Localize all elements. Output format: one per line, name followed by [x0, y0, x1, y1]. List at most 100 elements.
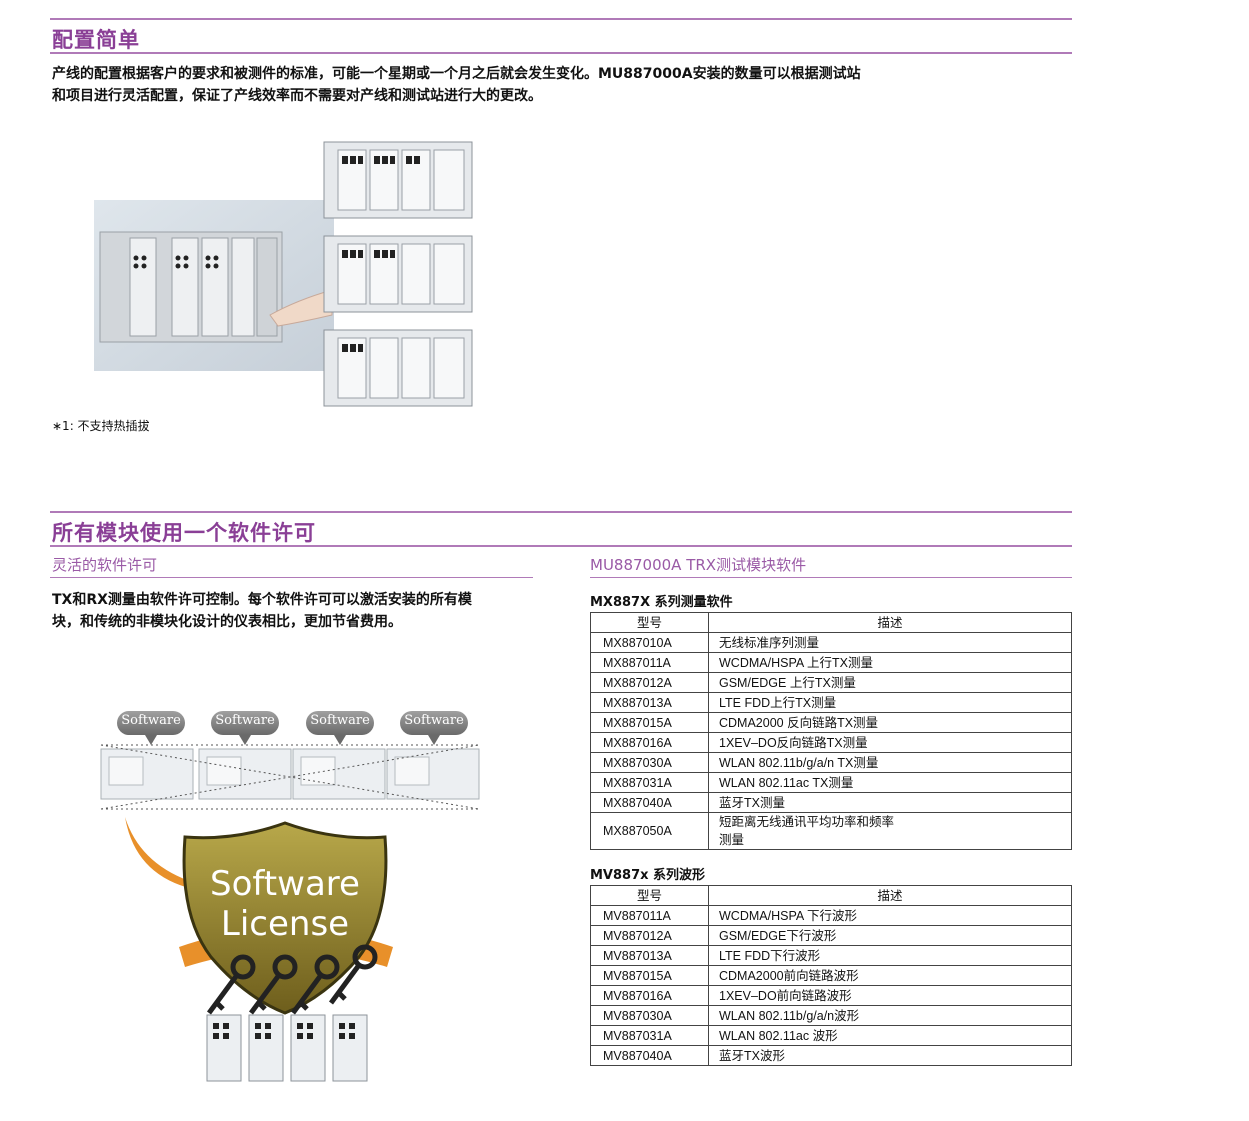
table-header-description: 描述 [708, 612, 1072, 633]
table-cell-model: MX887031A [590, 772, 709, 793]
table-cell-description: CDMA2000前向链路波形 [708, 965, 1072, 986]
left-paragraph-line1: TX和RX测量由软件许可控制。每个软件许可可以激活安装的所有模 [52, 592, 472, 608]
table-cell-model: MX887016A [590, 732, 709, 753]
software-bubble-2-label: Software [215, 713, 275, 728]
software-bubbles [117, 711, 468, 745]
module-configuration-photo [94, 141, 473, 407]
right-subtitle: MU887000A TRX测试模块软件 [590, 556, 807, 574]
table-cell-description: WCDMA/HSPA 下行波形 [708, 905, 1072, 926]
section1-paragraph-line1: 产线的配置根据客户的要求和被测件的标准，可能一个星期或一个月之后就会发生变化。M… [52, 66, 861, 82]
table-header-model: 型号 [590, 885, 709, 906]
table-cell-description: WLAN 802.11ac 波形 [708, 1025, 1072, 1046]
section2-title: 所有模块使用一个软件许可 [52, 521, 316, 545]
left-paragraph-line2: 块，和传统的非模块化设计的仪表相比，更加节省费用。 [52, 614, 402, 630]
right-subtitle-rule [590, 577, 1072, 578]
table-cell-model: MV887011A [590, 905, 709, 926]
software-bubble-4 [400, 711, 468, 745]
table-cell-model: MX887011A [590, 652, 709, 673]
table-cell-model: MX887030A [590, 752, 709, 773]
shield-text-line1: Software [210, 864, 360, 904]
table-cell-description: WLAN 802.11b/g/a/n TX测量 [708, 752, 1072, 773]
table-cell-description: CDMA2000 反向链路TX测量 [708, 712, 1072, 733]
table-header-row: 型号 描述 [590, 612, 1072, 633]
section1-paragraph: 产线的配置根据客户的要求和被测件的标准，可能一个星期或一个月之后就会发生变化。M… [52, 63, 1082, 107]
table-cell-model: MV887016A [590, 985, 709, 1006]
instrument-config-1-module [323, 329, 473, 407]
table-cell-description: WLAN 802.11ac TX测量 [708, 772, 1072, 793]
modules-row [206, 1014, 368, 1082]
section1-bottom-rule [50, 52, 1072, 54]
table-cell-model: MX887015A [590, 712, 709, 733]
left-subtitle: 灵活的软件许可 [52, 556, 158, 574]
table-header-model: 型号 [590, 612, 709, 633]
left-subtitle-rule [50, 577, 533, 578]
table-cell-description: GSM/EDGE 上行TX测量 [708, 672, 1072, 693]
table-cell-model: MV887031A [590, 1025, 709, 1046]
table-cell-description: 短距离无线通讯平均功率和频率 测量 [708, 812, 1072, 850]
table-cell-model: MV887015A [590, 965, 709, 986]
table-cell-model: MV887040A [590, 1045, 709, 1066]
keys-icon [206, 944, 378, 1015]
table-header-row: 型号 描述 [590, 885, 1072, 906]
table-cell-description: 蓝牙TX波形 [708, 1045, 1072, 1066]
software-bubble-4-label: Software [404, 713, 464, 728]
section1-top-rule [50, 18, 1072, 20]
table2-title: MV887x 系列波形 [590, 868, 706, 883]
table-cell-description: 1XEV–DO反向链路TX测量 [708, 732, 1072, 753]
table-cell-model: MX887012A [590, 672, 709, 693]
table-cell-model: MX887040A [590, 792, 709, 813]
table1-title: MX887X 系列测量软件 [590, 595, 733, 610]
section1-title: 配置简单 [52, 28, 140, 52]
instrument-config-3-modules [323, 141, 473, 219]
shield-text-line2: License [221, 904, 349, 944]
table-cell-model: MV887030A [590, 1005, 709, 1026]
left-paragraph: TX和RX测量由软件许可控制。每个软件许可可以激活安装的所有模 块，和传统的非模… [52, 589, 542, 633]
instrument-photo-large [94, 200, 334, 371]
software-license-illustration: Software License [100, 711, 480, 1082]
software-bubble-2 [211, 711, 279, 745]
table-cell-model: MV887012A [590, 925, 709, 946]
table-header-description: 描述 [708, 885, 1072, 906]
table-cell-description: LTE FDD下行波形 [708, 945, 1072, 966]
table-cell-description: 蓝牙TX测量 [708, 792, 1072, 813]
section1-footnote: ∗1: 不支持热插拔 [52, 419, 150, 433]
table-cell-description: LTE FDD上行TX测量 [708, 692, 1072, 713]
table-cell-model: MV887013A [590, 945, 709, 966]
table-cell-model: MX887010A [590, 632, 709, 653]
table-cell-model: MX887050A [590, 812, 709, 850]
section2-top-rule [50, 511, 1072, 513]
instruments-row [100, 744, 480, 810]
software-bubble-3-label: Software [310, 713, 370, 728]
table-cell-model: MX887013A [590, 692, 709, 713]
table-cell-description: WLAN 802.11b/g/a/n波形 [708, 1005, 1072, 1026]
table-cell-description: GSM/EDGE下行波形 [708, 925, 1072, 946]
software-bubble-3 [306, 711, 374, 745]
software-bubble-1 [117, 711, 185, 745]
section1-paragraph-line2: 和项目进行灵活配置，保证了产线效率而不需要对产线和测试站进行大的更改。 [52, 88, 542, 104]
software-bubble-1-label: Software [121, 713, 181, 728]
table-cell-description: 1XEV–DO前向链路波形 [708, 985, 1072, 1006]
instrument-config-2-modules [323, 235, 473, 313]
table-cell-description: 无线标准序列测量 [708, 632, 1072, 653]
section2-bottom-rule [50, 545, 1072, 547]
table-cell-description: WCDMA/HSPA 上行TX测量 [708, 652, 1072, 673]
